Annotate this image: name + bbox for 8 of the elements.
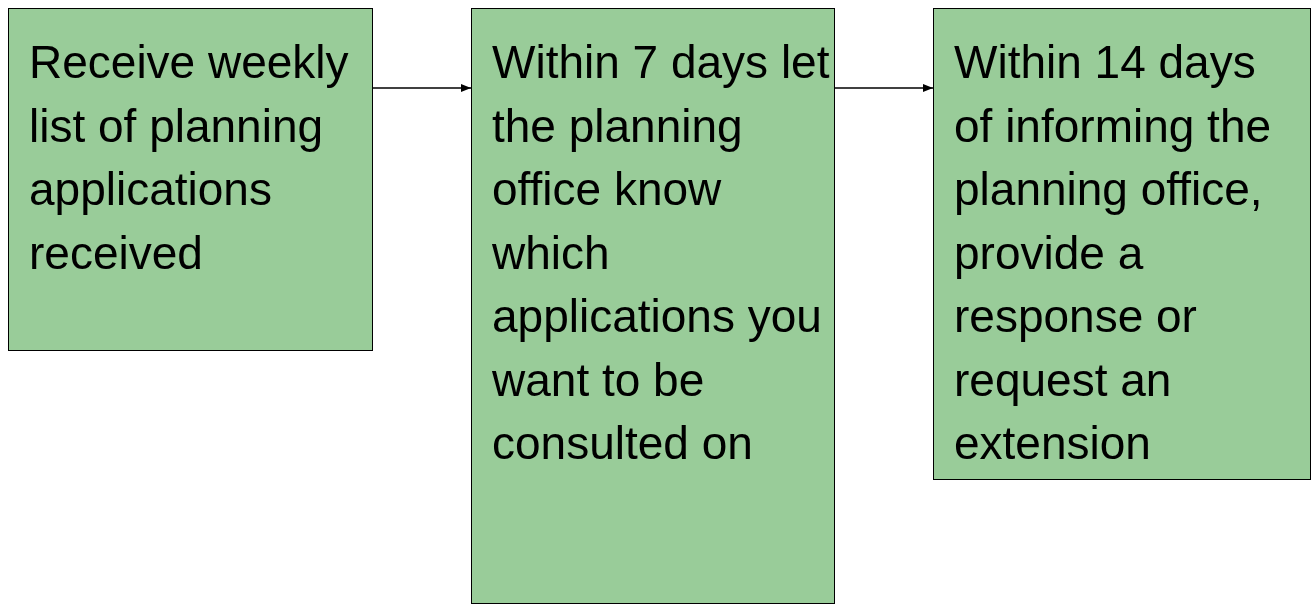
process-box	[933, 8, 1311, 480]
step-text: Within 7 days let the planning office know which applications you want to be consulted on	[492, 35, 830, 471]
arrow	[372, 84, 472, 92]
arrow	[834, 84, 934, 92]
process-box	[8, 8, 373, 351]
process-box	[471, 8, 835, 604]
step-text: Receive weekly list of planning applications received	[29, 35, 350, 281]
step-text: Within 14 days of informing the planning office, provide a response or request an extension	[954, 35, 1273, 471]
